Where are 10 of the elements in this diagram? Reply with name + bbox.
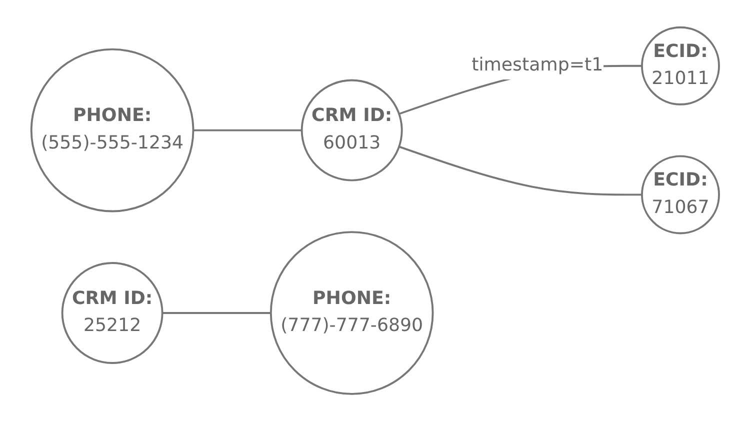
node-circle: ECID: 21011 [640,26,720,106]
node-circle: CRM ID: 25212 [61,262,164,364]
connector [193,129,302,132]
connector [162,312,271,314]
connector [398,146,642,196]
node-circle: ECID: 71067 [640,155,720,234]
node-circle: CRM ID: 60013 [300,79,403,182]
node-circle: PHONE: (777)-777-6890 [270,230,434,395]
node-circle: PHONE: (555)-555-1234 [30,48,194,212]
edge-label: timestamp=t1 [471,54,603,76]
